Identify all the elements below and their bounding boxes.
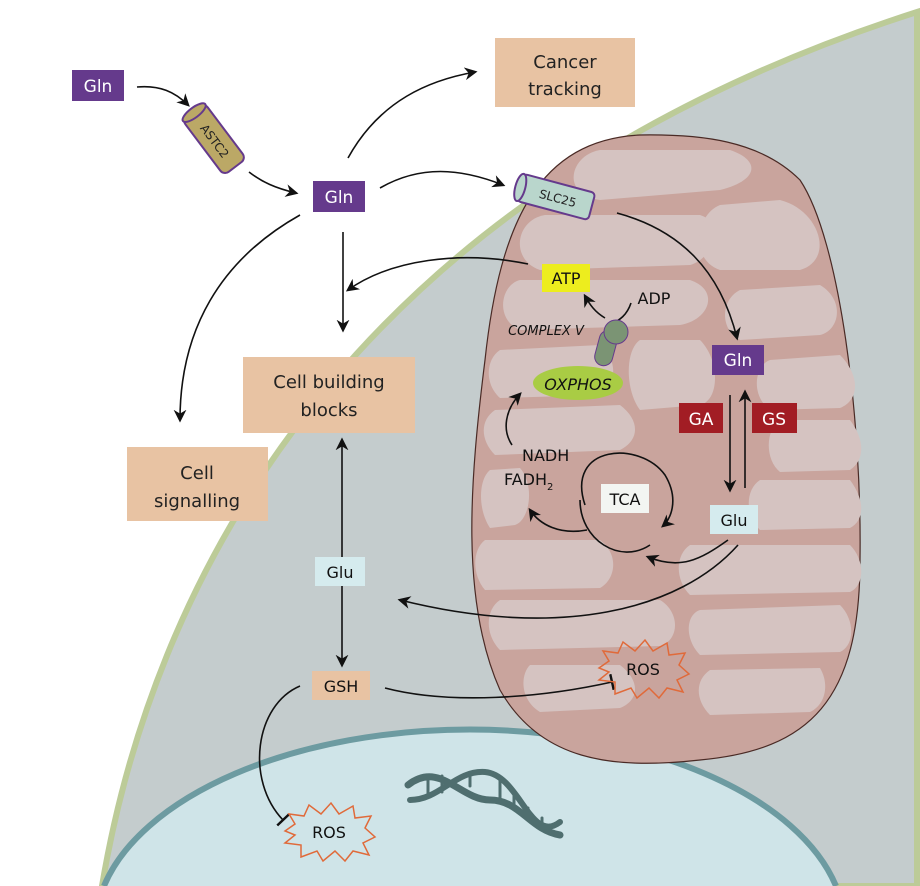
glu-cytoplasm-label: Glu (327, 563, 354, 582)
cancer-tracking-label-2: tracking (528, 79, 602, 100)
fadh2-text: FADH (504, 470, 547, 489)
cell-building-blocks-label-2: blocks (300, 400, 357, 421)
cell-signalling-label-2: signalling (154, 491, 240, 512)
cell-signalling-box (127, 447, 268, 521)
ga-label: GA (689, 410, 714, 430)
atp-box (542, 264, 590, 292)
cell-building-blocks-box (243, 357, 415, 433)
cancer-tracking-label: Cancer (533, 52, 597, 73)
fadh2-label: FADH2 (504, 470, 553, 493)
tca-label: TCA (609, 490, 641, 509)
cell-signalling-label: Cell (180, 463, 214, 484)
nucleus (104, 729, 836, 886)
glu-cytoplasm-box (315, 557, 365, 586)
gs-label: GS (762, 410, 786, 430)
gsh-box (312, 671, 370, 700)
atp-label: ATP (551, 269, 580, 288)
ros-mito-label: ROS (626, 660, 660, 679)
oxphos-ellipse (533, 366, 623, 400)
nucleus-border (101, 726, 839, 886)
ros-nucleus-burst: ROS (283, 801, 377, 863)
oxphos-label: OXPHOS (544, 375, 612, 394)
glu-mito-label: Glu (721, 511, 748, 530)
cancer-tracking-box (495, 38, 635, 107)
slc25-transporter: SLC25 (513, 172, 596, 221)
ros-mito-burst: ROS (597, 638, 691, 700)
gs-enzyme-box (752, 403, 797, 433)
dna-icon (404, 768, 564, 839)
gln-outside-box (72, 70, 124, 101)
ga-enzyme-box (679, 403, 723, 433)
glu-mito-box (710, 505, 758, 534)
gln-mito-box (712, 345, 764, 375)
cell-building-blocks-label: Cell building (273, 372, 384, 393)
gsh-label: GSH (324, 677, 359, 696)
fadh2-subscript: 2 (547, 482, 553, 493)
gln-mito-label: Gln (724, 351, 753, 371)
gln-outside-label: Gln (84, 77, 113, 97)
gln-cytoplasm-box (313, 181, 365, 212)
complex-v-icon (594, 319, 629, 367)
pathway-arrows (136, 67, 752, 827)
astc2-transporter: ASTC2 (181, 102, 245, 174)
tca-box (601, 484, 649, 513)
ros-nucleus-label: ROS (312, 823, 346, 842)
gln-cytoplasm-label: Gln (325, 188, 354, 208)
nadh-label: NADH (522, 446, 569, 465)
complex-v-label: COMPLEX V (508, 324, 585, 339)
adp-label: ADP (638, 289, 671, 308)
